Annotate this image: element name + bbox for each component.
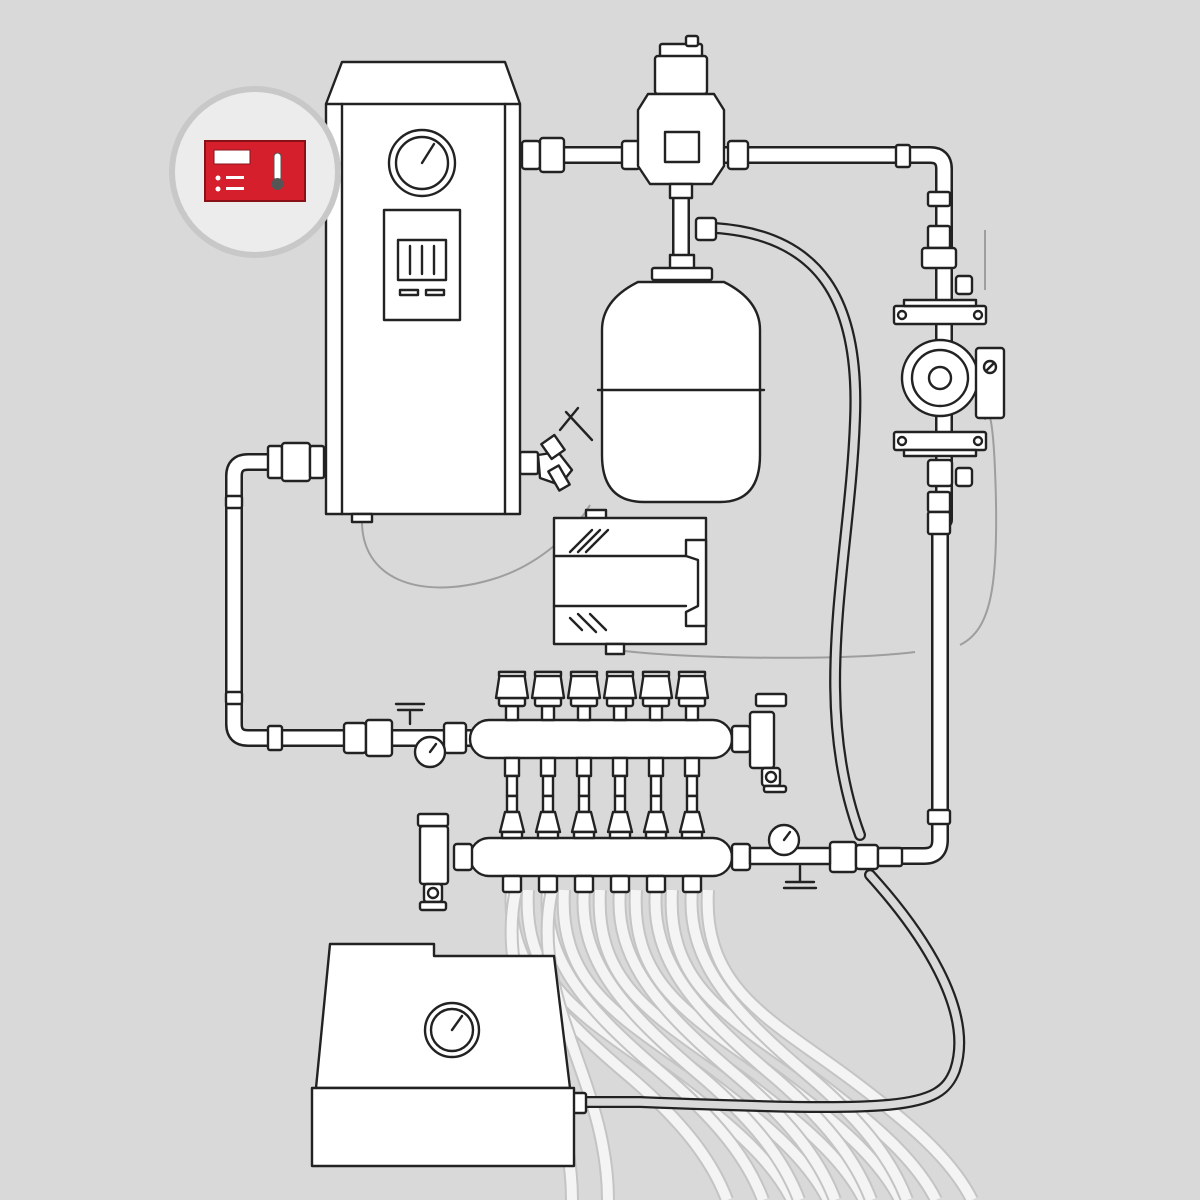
expansion-tank bbox=[596, 253, 766, 504]
valve-knob-cap bbox=[497, 670, 527, 678]
heating-loop bbox=[650, 889, 876, 1200]
heating-loop bbox=[542, 889, 768, 1200]
return-outlet bbox=[501, 874, 523, 894]
supply-outlet bbox=[575, 756, 593, 778]
valve-knob-cap bbox=[677, 670, 707, 678]
heating-loop bbox=[506, 889, 732, 1200]
valve-stem bbox=[684, 704, 700, 722]
supply-outlet-neck bbox=[577, 774, 591, 798]
return-outlet bbox=[645, 874, 667, 894]
supply-outlet bbox=[539, 756, 557, 778]
automatic-air-vent bbox=[636, 34, 726, 200]
drain-valve bbox=[536, 406, 594, 492]
supply-outlet bbox=[611, 756, 629, 778]
valve-knob-cap bbox=[533, 670, 563, 678]
controller-display bbox=[213, 149, 251, 165]
thermometer-icon bbox=[271, 152, 284, 190]
controller-badge bbox=[169, 86, 341, 258]
water-tank bbox=[310, 942, 576, 1168]
flowmeter bbox=[642, 810, 670, 834]
valve-stem bbox=[540, 704, 556, 722]
flowmeter-base bbox=[608, 830, 632, 840]
flowmeter-base bbox=[536, 830, 560, 840]
flowmeter bbox=[534, 810, 562, 834]
flowmeter bbox=[498, 810, 526, 834]
heating-loop bbox=[578, 889, 804, 1200]
flowmeter-stem bbox=[577, 794, 591, 814]
flowmeter bbox=[678, 810, 706, 834]
heating-loop bbox=[542, 888, 613, 1200]
flowmeter bbox=[570, 810, 598, 834]
control-box bbox=[552, 508, 708, 656]
manifold-return bbox=[416, 794, 832, 912]
valve-knob-cap bbox=[569, 670, 599, 678]
supply-outlet-neck bbox=[613, 774, 627, 798]
return-outlet bbox=[573, 874, 595, 894]
circulation-pump bbox=[892, 246, 1006, 488]
supply-outlet-neck bbox=[649, 774, 663, 798]
flowmeter-stem bbox=[649, 794, 663, 814]
supply-outlet bbox=[647, 756, 665, 778]
valve-stem bbox=[504, 704, 520, 722]
valve-knob-cap bbox=[641, 670, 671, 678]
manifold-supply bbox=[394, 670, 788, 798]
heating-loop bbox=[702, 889, 977, 1200]
supply-outlet bbox=[503, 756, 521, 778]
flowmeter bbox=[606, 810, 634, 834]
pipe-fittings bbox=[224, 136, 952, 1115]
supply-outlet bbox=[683, 756, 701, 778]
flexible-hoses bbox=[579, 222, 966, 1114]
flowmeter-base bbox=[500, 830, 524, 840]
flowmeter-stem bbox=[541, 794, 555, 814]
heating-loop bbox=[614, 889, 840, 1200]
valve-knob-cap bbox=[605, 670, 635, 678]
supply-outlet-neck bbox=[541, 774, 555, 798]
supply-outlet-neck bbox=[505, 774, 519, 798]
flowmeter-base bbox=[572, 830, 596, 840]
return-outlet bbox=[609, 874, 631, 894]
flowmeter-stem bbox=[613, 794, 627, 814]
electric-boiler bbox=[324, 60, 522, 524]
valve-stem bbox=[612, 704, 628, 722]
flowmeter-base bbox=[680, 830, 704, 840]
valve-stem bbox=[576, 704, 592, 722]
valve-stem bbox=[648, 704, 664, 722]
flowmeter-stem bbox=[505, 794, 519, 814]
flowmeter-stem bbox=[685, 794, 699, 814]
heating-loop bbox=[686, 889, 912, 1200]
supply-outlet-neck bbox=[685, 774, 699, 798]
return-outlet bbox=[537, 874, 559, 894]
flowmeter-base bbox=[644, 830, 668, 840]
return-outlet bbox=[681, 874, 703, 894]
